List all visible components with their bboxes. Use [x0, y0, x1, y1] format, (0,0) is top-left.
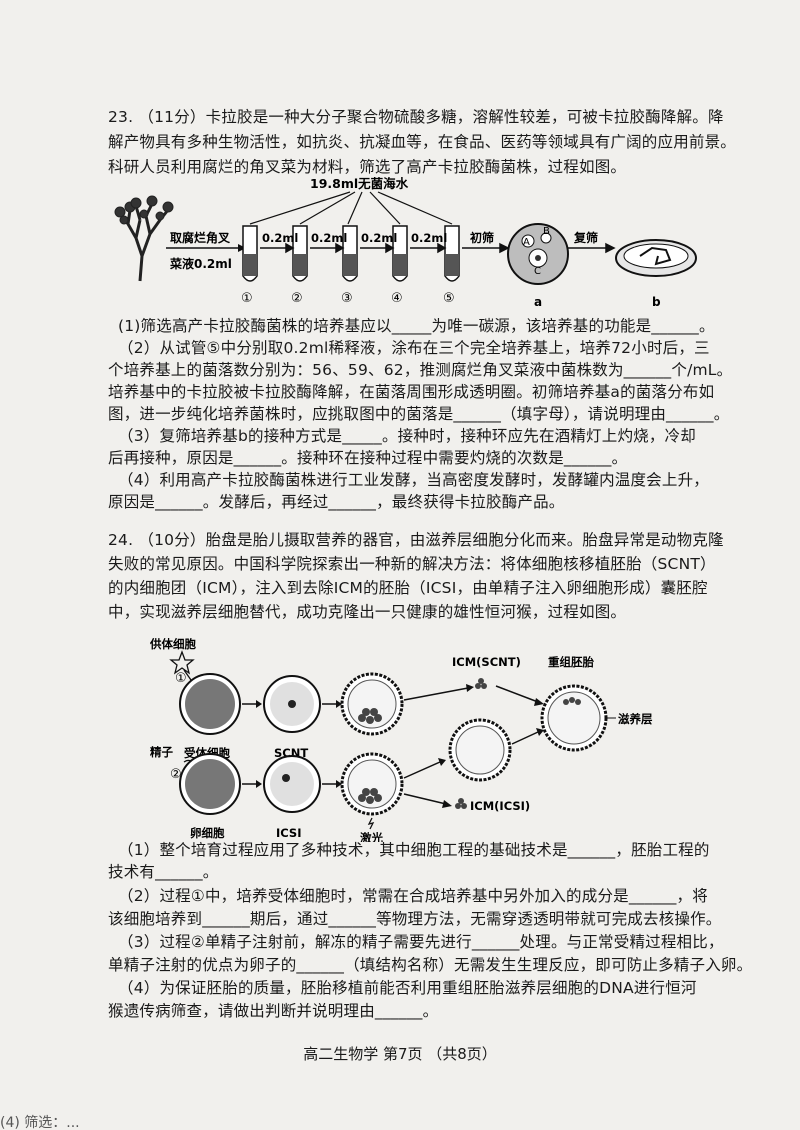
q24-header: 24. （10分）胎盘是胎儿摄取营养的器官，由滋养层细胞分化而来。胎盘异常是动物…	[108, 531, 724, 549]
q24-question-3b: 单精子注射的优点为卵子的______（填结构名称）无需发生生理反应，即可防止多精…	[108, 956, 753, 974]
step-primary-label: 初筛	[470, 230, 494, 245]
laser-icon	[367, 817, 375, 830]
tube-1	[242, 225, 258, 282]
scnt-cell	[263, 675, 321, 733]
icsi-cell	[263, 755, 321, 813]
tube-5	[444, 225, 460, 282]
tube-4	[392, 225, 408, 282]
donor-cell-label: 供体细胞	[149, 637, 196, 651]
tube-label-3: ③	[341, 291, 353, 306]
laser-label: 激光	[360, 831, 383, 842]
q23-question-4a: （4）利用高产卡拉胶酶菌株进行工业发酵，当高密度发酵时，发酵罐内温度会上升，	[118, 471, 709, 489]
q23-question-2c: 培养基中的卡拉胶被卡拉胶酶降解，在菌落周围形成透明圈。初筛培养基a的菌落分布如	[108, 383, 715, 401]
trophoblast-label: 滋养层	[618, 712, 653, 726]
plate-b-label: b	[652, 295, 661, 308]
transfer-label-1: 0.2ml	[262, 231, 298, 245]
icsi-label: ICSI	[276, 826, 302, 840]
icm-scnt-label: ICM(SCNT)	[452, 655, 521, 669]
plate-b	[615, 239, 697, 277]
icm-icsi-cluster	[455, 798, 467, 809]
tube-3	[342, 225, 358, 282]
egg-cell-label: 卵细胞	[190, 826, 225, 840]
q23-diagram: 取腐烂角叉 菜液0.2ml 19.8ml无菌海水	[114, 176, 697, 308]
transfer-label-4: 0.2ml	[411, 231, 447, 245]
page-footer: 高二生物学 第7页 （共8页）	[303, 1045, 497, 1063]
tube-label-2: ②	[291, 291, 303, 306]
q24-intro-2: 的内细胞团（ICM），注入到去除ICM的胚胎（ICSI，由单精子注入卵细胞形成）…	[108, 579, 708, 597]
plate-a-label: a	[534, 295, 542, 308]
icsi-empty-embryo	[448, 718, 512, 782]
q23-intro-2: 科研人员利用腐烂的角叉菜为材料，筛选了高产卡拉胶酶菌株，过程如图。	[108, 158, 627, 176]
colony-c: C	[534, 266, 541, 277]
q24-question-4b: 猴遗传病筛查，请做出判断并说明理由______。	[108, 1002, 439, 1020]
step-1-label: ①	[175, 671, 187, 686]
colony-a: A	[523, 237, 530, 248]
q24-question-3a: （3）过程②单精子注射前，解冻的精子需要先进行______处理。与正常受精过程相…	[118, 933, 724, 951]
colony-b: B	[543, 226, 550, 237]
icm-scnt-cluster	[475, 678, 487, 689]
seaweed-plant-icon	[114, 195, 174, 282]
tube-2	[292, 225, 308, 282]
recombinant-embryo	[540, 684, 608, 752]
plate-a: A B C	[507, 223, 569, 285]
q23-question-3b: 后再接种，原因是______。接种环在接种过程中需要灼烧的次数是______。	[108, 449, 628, 467]
recipient-cell	[179, 673, 241, 735]
donor-cell-icon	[169, 650, 195, 675]
q24-question-2a: （2）过程①中，培养受体细胞时，常需在合成培养基中另外加入的成分是______，…	[118, 887, 708, 905]
step-2-label: ②	[170, 767, 182, 782]
egg-cell	[179, 753, 241, 815]
q23-question-2a: （2）从试管⑤中分别取0.2ml稀释液，涂布在三个完全培养基上，培养72小时后，…	[118, 339, 710, 357]
source-label-1: 取腐烂角叉	[170, 230, 231, 245]
tube-label-1: ①	[241, 291, 253, 306]
q23-intro-1: 解产物具有多种生物活性，如抗炎、抗凝血等，在食品、医药等领域具有广阔的应用前景。	[108, 133, 737, 151]
step-secondary-label: 复筛	[573, 230, 598, 245]
transfer-label-2: 0.2ml	[311, 231, 347, 245]
q24-diagram: 供体细胞 ① 受体细胞 SCNT ICM(SCNT)	[149, 637, 653, 842]
tube-label-5: ⑤	[443, 291, 455, 306]
q23-question-2d: 图，进一步纯化培养菌株时，应挑取图中的菌落是______（填字母），请说明理由_…	[108, 405, 730, 423]
source-label-2: 菜液0.2ml	[169, 256, 232, 271]
recombinant-embryo-label: 重组胚胎	[548, 655, 594, 669]
q23-question-3a: （3）复筛培养基b的接种方式是_____。接种时，接种环应先在酒精灯上灼烧，冷却	[118, 427, 696, 445]
q24-intro-3: 中，实现滋养层细胞替代，成功克隆出一只健康的雄性恒河猴，过程如图。	[108, 603, 627, 621]
tube-label-4: ④	[391, 291, 403, 306]
q23-question-1: (1)筛选高产卡拉胶酶菌株的培养基应以_____为唯一碳源，该培养基的功能是__…	[118, 317, 715, 335]
icsi-blastocyst	[340, 752, 404, 816]
q23-header: 23. （11分）卡拉胶是一种大分子聚合物硫酸多糖，溶解性较差，可被卡拉胶酶降解…	[108, 108, 724, 126]
scnt-blastocyst	[340, 672, 404, 736]
q24-question-4a: （4）为保证胚胎的质量，胚胎移植前能否利用重组胚胎滋养层细胞的DNA进行恒河	[118, 979, 697, 997]
water-label: 19.8ml无菌海水	[310, 176, 409, 191]
q23-question-2b: 个培养基上的菌落数分别为：56、59、62，推测腐烂角叉菜液中菌株数为_____…	[108, 361, 733, 379]
q24-question-2b: 该细胞培养到______期后，通过______等物理方法，无需穿透透明带就可完成…	[108, 910, 722, 928]
bottom-edge-text: (4) 筛选：...	[0, 1115, 80, 1130]
q24-question-1b: 技术有______。	[108, 863, 219, 881]
q24-intro-1: 失败的常见原因。中国科学院探索出一种新的解决方法：将体细胞核移植胚胎（SCNT）	[108, 555, 716, 573]
q24-question-1a: （1）整个培育过程应用了多种技术，其中细胞工程的基础技术是______，胚胎工程…	[118, 841, 710, 859]
icm-icsi-label: ICM(ICSI)	[470, 799, 530, 813]
sperm-label: 精子	[150, 745, 173, 759]
transfer-label-3: 0.2ml	[361, 231, 397, 245]
q23-question-4b: 原因是______。发酵后，再经过______，最终获得卡拉胶酶产品。	[108, 493, 565, 511]
